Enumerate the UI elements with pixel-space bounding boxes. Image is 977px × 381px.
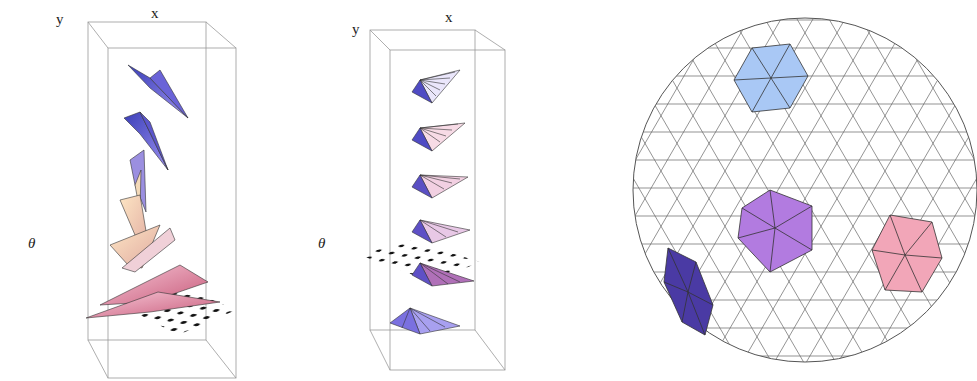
- geodesic-sphere: [444, 0, 977, 380]
- axis-label: θ: [318, 236, 325, 251]
- axis-label: θ: [28, 236, 35, 251]
- axis-label: x: [445, 10, 453, 25]
- twisting-frames: [86, 65, 220, 318]
- bounding-box: [88, 22, 236, 378]
- axis-label: y: [352, 22, 360, 37]
- axis-label: x: [151, 6, 159, 21]
- bounding-box: [370, 30, 505, 370]
- axis-label: y: [56, 12, 64, 27]
- cone-frames: [390, 70, 474, 334]
